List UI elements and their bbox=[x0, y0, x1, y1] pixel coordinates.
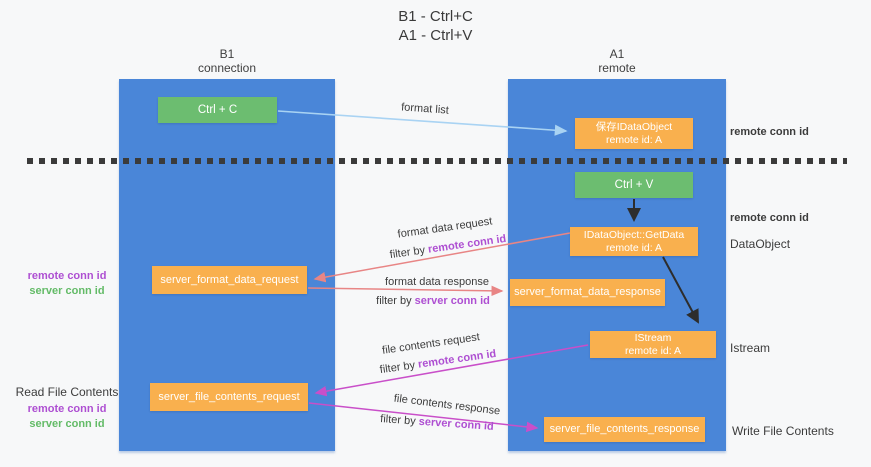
ctrl-v-node: Ctrl + V bbox=[575, 172, 693, 198]
remote-conn-id-annotation-left: remote conn id bbox=[27, 270, 107, 282]
server-file-contents-response-node: server_file_contents_response bbox=[544, 417, 705, 442]
diagram-title: B1 - Ctrl+C A1 - Ctrl+V bbox=[0, 7, 871, 45]
lifeline-a1-name: A1 bbox=[609, 47, 625, 61]
filter-by-text: filter by bbox=[379, 359, 416, 377]
remote-conn-id-text: remote conn id bbox=[427, 232, 507, 256]
title-line-2: A1 - Ctrl+V bbox=[398, 27, 473, 44]
ctrl-c-label: Ctrl + C bbox=[197, 103, 238, 116]
filter-by-text: filter by bbox=[389, 244, 426, 262]
server-file-contents-request-node: server_file_contents_request bbox=[150, 383, 308, 411]
format-data-response-arrow bbox=[307, 285, 504, 297]
server-conn-id-annotation-bottom: server conn id bbox=[29, 418, 105, 430]
server-format-data-request-label: server_format_data_request bbox=[160, 273, 299, 286]
lifeline-b1-name: B1 bbox=[219, 47, 235, 61]
format-list-label: format list bbox=[400, 101, 450, 117]
server-format-data-response-label: server_format_data_response bbox=[514, 286, 661, 298]
getdata-line1: IDataObject::GetData bbox=[583, 228, 685, 241]
phase-divider-dashed-line bbox=[27, 158, 847, 164]
server-conn-id-text: server conn id bbox=[414, 295, 490, 307]
remote-conn-id-text: remote conn id bbox=[417, 347, 497, 371]
idataobject-getdata-node: IDataObject::GetData remote id: A bbox=[570, 227, 698, 256]
server-conn-id-text: server conn id bbox=[418, 415, 495, 433]
saved-idataobject-node: 保存IDataObject remote id: A bbox=[575, 118, 693, 149]
read-file-contents-annotation: Read File Contents bbox=[15, 385, 119, 399]
server-file-contents-response-label: server_file_contents_response bbox=[549, 423, 700, 435]
filter-by-text: filter by bbox=[376, 295, 412, 307]
istream-node: IStream remote id: A bbox=[590, 331, 716, 358]
lifeline-header-b1: B1 connection bbox=[157, 47, 297, 75]
remote-conn-id-annotation-bottom: remote conn id bbox=[27, 403, 107, 415]
lifeline-a1-role: remote bbox=[598, 61, 636, 75]
istream-annotation: Istream bbox=[730, 341, 771, 355]
saved-idataobject-line2: remote id: A bbox=[605, 133, 663, 146]
write-file-contents-annotation: Write File Contents bbox=[732, 424, 834, 438]
istream-line1: IStream bbox=[634, 331, 672, 344]
remote-conn-id-annotation-row1: remote conn id bbox=[730, 126, 809, 138]
file-response-filter-label: filter by server conn id bbox=[380, 413, 494, 433]
remote-conn-id-annotation-row2: remote conn id bbox=[730, 212, 809, 224]
server-format-data-response-node: server_format_data_response bbox=[510, 279, 665, 306]
server-conn-id-annotation-left: server conn id bbox=[29, 285, 105, 297]
getdata-line2: remote id: A bbox=[605, 241, 663, 254]
format-data-response-label: format data response bbox=[385, 276, 489, 288]
server-file-contents-request-label: server_file_contents_request bbox=[158, 390, 300, 403]
read-file-contents-block: Read File Contents remote conn id server… bbox=[6, 384, 128, 432]
title-line-1: B1 - Ctrl+C bbox=[398, 8, 473, 25]
server-format-data-request-node: server_format_data_request bbox=[152, 266, 307, 294]
lifeline-header-a1: A1 remote bbox=[547, 47, 687, 75]
left-mid-conn-id-block: remote conn id server conn id bbox=[6, 269, 128, 299]
dataobject-annotation: DataObject bbox=[730, 237, 791, 251]
lifeline-b1-role: connection bbox=[197, 61, 257, 75]
ctrl-c-node: Ctrl + C bbox=[158, 97, 277, 123]
saved-idataobject-line1: 保存IDataObject bbox=[595, 120, 673, 133]
ctrl-v-label: Ctrl + V bbox=[614, 178, 654, 191]
istream-line2: remote id: A bbox=[624, 344, 682, 357]
file-contents-response-label: file contents response bbox=[393, 392, 501, 418]
format-response-filter-label: filter by server conn id bbox=[376, 295, 490, 307]
filter-by-text: filter by bbox=[379, 413, 417, 428]
